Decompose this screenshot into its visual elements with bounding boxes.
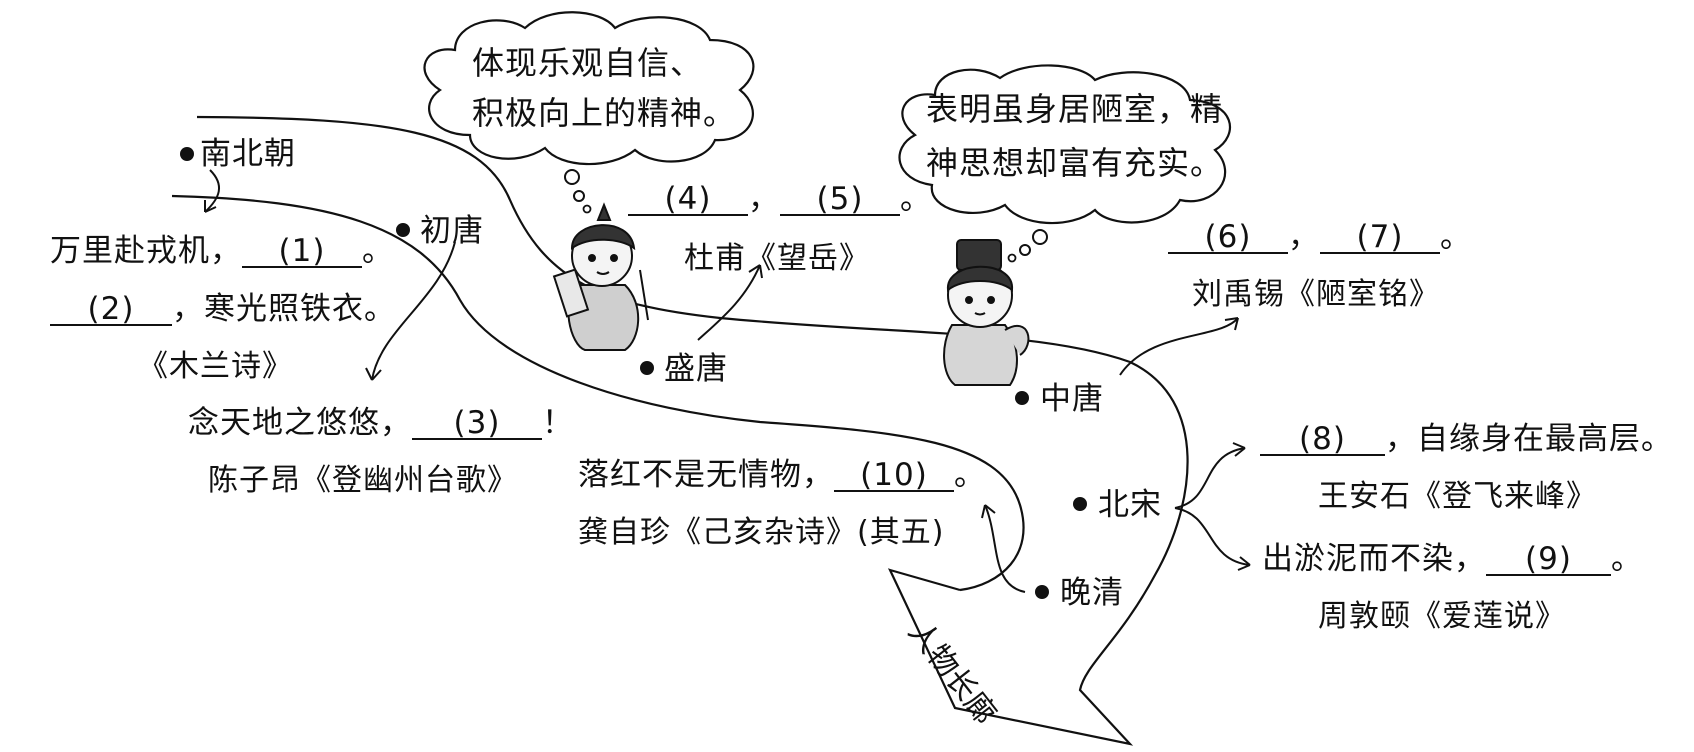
- period-zhongtang: 中唐: [1040, 381, 1104, 417]
- dot-beisong: [1073, 497, 1087, 511]
- period-dots: [180, 147, 1087, 599]
- feilaifeng-source: 王安石《登飞来峰》: [1318, 479, 1597, 514]
- blank-10[interactable]: (10): [834, 460, 954, 492]
- wangyue-source: 杜甫《望岳》: [684, 241, 870, 276]
- blank-8[interactable]: (8): [1260, 424, 1385, 456]
- feilaifeng-line: (8)，自缘身在最高层。: [1260, 420, 1673, 458]
- connector-arrows: [204, 169, 1251, 593]
- arrow-wanqing: [984, 504, 1026, 593]
- period-nanbeichao: 南北朝: [200, 136, 296, 172]
- mulan-line-1: 万里赴戎机，(1)。: [50, 232, 394, 270]
- scholar-figure-right: [943, 239, 1030, 386]
- arrow-chutang: [371, 241, 456, 381]
- arrow-shengtang: [697, 264, 761, 341]
- dot-chutang: [396, 223, 410, 237]
- mulan-line-2: (2)，寒光照铁衣。: [50, 290, 396, 328]
- youzhou-source: 陈子昂《登幽州台歌》: [208, 463, 518, 498]
- blank-1[interactable]: (1): [242, 236, 362, 268]
- mulan-line1-pre: 万里赴戎机，: [50, 233, 242, 269]
- blank-4[interactable]: (4): [628, 184, 748, 216]
- dot-wanqing: [1035, 585, 1049, 599]
- thought-bubble-right: [898, 64, 1231, 263]
- blank-7[interactable]: (7): [1320, 222, 1440, 254]
- bubble-right-line-1: 表明虽身居陋室，精: [926, 90, 1224, 128]
- dot-zhongtang: [1015, 391, 1029, 405]
- thought-bubble-left: [423, 11, 755, 214]
- mulan-line1-post: 。: [362, 233, 394, 269]
- dot-nanbeichao: [180, 147, 194, 161]
- blank-3[interactable]: (3): [412, 408, 542, 440]
- loushi-line: (6)，(7)。: [1168, 218, 1472, 256]
- blank-5[interactable]: (5): [780, 184, 900, 216]
- mulan-line2-post: ，寒光照铁衣。: [172, 291, 396, 327]
- period-beisong: 北宋: [1098, 487, 1162, 523]
- wangyue-line: (4)，(5)。: [628, 180, 932, 218]
- bubble-left-line-1: 体现乐观自信、: [472, 44, 704, 82]
- ailian-line: 出淤泥而不染，(9)。: [1262, 541, 1643, 577]
- loushi-source: 刘禹锡《陋室铭》: [1192, 277, 1440, 312]
- bubble-left-line-2: 积极向上的精神。: [472, 94, 737, 132]
- blank-9[interactable]: (9): [1486, 544, 1611, 576]
- arrow-nanbeichao: [204, 169, 220, 213]
- corridor-lower-edge: [171, 194, 1025, 592]
- jihai-line: 落红不是无情物，(10)。: [578, 457, 986, 493]
- mulan-source: 《木兰诗》: [138, 349, 293, 384]
- corridor-upper-edge: [196, 115, 1189, 746]
- arrow-zhongtang: [1119, 317, 1239, 376]
- ailian-source: 周敦颐《爱莲说》: [1318, 599, 1566, 634]
- period-shengtang: 盛唐: [664, 351, 728, 387]
- scholar-figure-left: [552, 202, 649, 351]
- jihai-source: 龚自珍《己亥杂诗》(其五): [578, 515, 945, 550]
- arrow-beisong-lower: [1174, 507, 1251, 566]
- youzhou-line: 念天地之悠悠，(3)！: [188, 405, 574, 441]
- blank-6[interactable]: (6): [1168, 222, 1288, 254]
- period-wanqing: 晚清: [1060, 575, 1124, 611]
- bubble-right-line-2: 神思想却富有充实。: [926, 144, 1224, 182]
- arrow-beisong-upper: [1174, 447, 1246, 509]
- blank-2[interactable]: (2): [50, 294, 172, 326]
- period-chutang: 初唐: [420, 213, 484, 249]
- dot-shengtang: [640, 361, 654, 375]
